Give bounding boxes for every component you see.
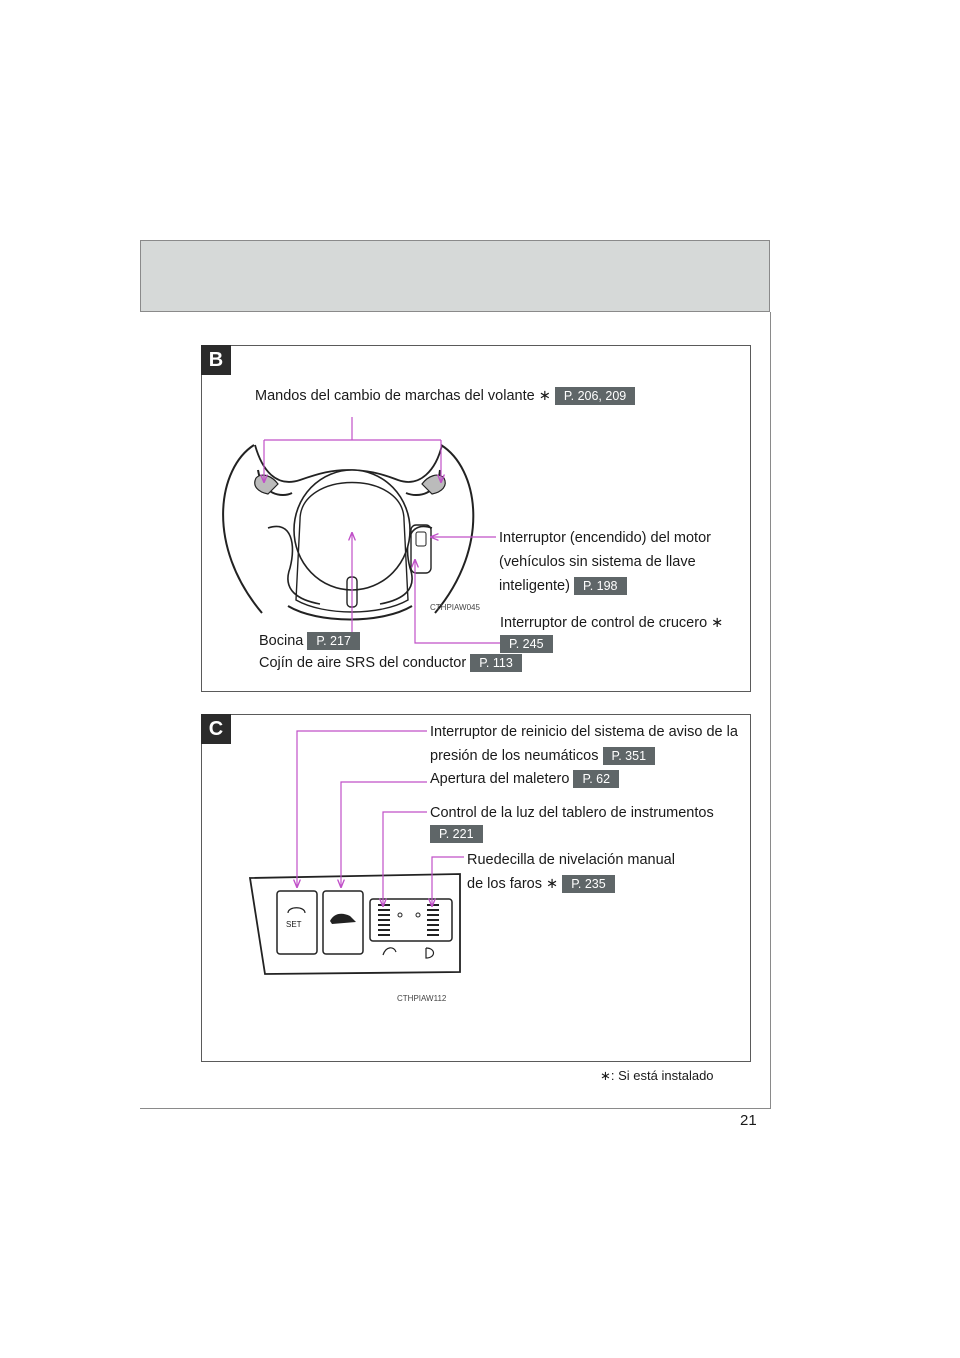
cruise-ref: P. 245	[500, 635, 553, 654]
horn-ref: P. 217	[307, 632, 360, 651]
section-b-image-id: CTHPIAW045	[430, 603, 480, 612]
tpms-callout: Interruptor de reinicio del sistema de a…	[430, 720, 738, 768]
paddles-ref: P. 206, 209	[554, 387, 636, 406]
tpms-line1: Interruptor de reinicio del sistema de a…	[430, 724, 738, 740]
headlight-ref: P. 235	[562, 875, 615, 894]
page-number: 21	[740, 1112, 757, 1129]
section-b-tag: B	[201, 345, 231, 375]
engine-switch-callout: Interruptor (encendido) del motor (vehíc…	[499, 526, 711, 598]
horn-text: Bocina	[259, 633, 304, 649]
airbag-ref: P. 113	[470, 654, 522, 673]
airbag-callout: Cojín de aire SRS del conductor P. 113	[259, 652, 522, 674]
horn-callout: Bocina P. 217	[259, 630, 360, 652]
engine-switch-line2: (vehículos sin sistema de llave	[499, 554, 696, 570]
paddles-mark: ∗	[538, 388, 551, 404]
footnote-text: : Si está instalado	[610, 1068, 714, 1083]
headlight-callout: Ruedecilla de nivelación manual de los f…	[467, 848, 675, 896]
cruise-mark: ∗	[711, 615, 724, 631]
section-b-panel: B	[201, 345, 751, 692]
paddles-text: Mandos del cambio de marchas del volante	[255, 388, 535, 404]
section-c-callout-lines	[297, 730, 464, 906]
section-c-tag: C	[201, 714, 231, 744]
header-band	[140, 240, 770, 312]
engine-switch-ref: P. 198	[573, 577, 627, 596]
footnote: ∗: Si está instalado	[600, 1068, 714, 1084]
trunk-ref: P. 62	[573, 770, 620, 789]
paddles-callout: Mandos del cambio de marchas del volante…	[255, 385, 636, 407]
section-c-image-id: CTHPIAW112	[397, 994, 447, 1003]
dash-light-text: Control de la luz del tablero de instrum…	[430, 805, 714, 821]
tpms-ref: P. 351	[602, 747, 656, 766]
section-b-callout-lines	[264, 417, 501, 644]
bottom-rule	[140, 1108, 771, 1109]
cruise-text: Interruptor de control de crucero	[500, 615, 708, 631]
set-switch-label: SET	[286, 920, 302, 929]
right-margin-rule	[770, 312, 771, 1108]
engine-switch-line1: Interruptor (encendido) del motor	[499, 530, 711, 546]
headlight-mark: ∗	[546, 876, 559, 892]
tpms-line2: presión de los neumáticos	[430, 748, 599, 764]
airbag-text: Cojín de aire SRS del conductor	[259, 655, 467, 671]
trunk-callout: Apertura del maletero P. 62	[430, 768, 620, 790]
trunk-text: Apertura del maletero	[430, 771, 570, 787]
dash-light-callout: Control de la luz del tablero de instrum…	[430, 802, 714, 824]
headlight-line1: Ruedecilla de nivelación manual	[467, 852, 675, 868]
engine-switch-line3: inteligente)	[499, 578, 570, 594]
headlight-line2: de los faros	[467, 876, 542, 892]
steering-wheel-illustration	[222, 444, 475, 621]
switch-panel-illustration	[248, 873, 461, 975]
section-c-panel: C	[201, 714, 751, 1062]
dash-light-ref-row: P. 221	[430, 823, 483, 845]
cruise-callout: Interruptor de control de crucero ∗	[500, 612, 723, 634]
footnote-mark: ∗	[600, 1068, 611, 1083]
dash-light-ref: P. 221	[430, 825, 483, 844]
cruise-ref-row: P. 245	[500, 633, 553, 655]
